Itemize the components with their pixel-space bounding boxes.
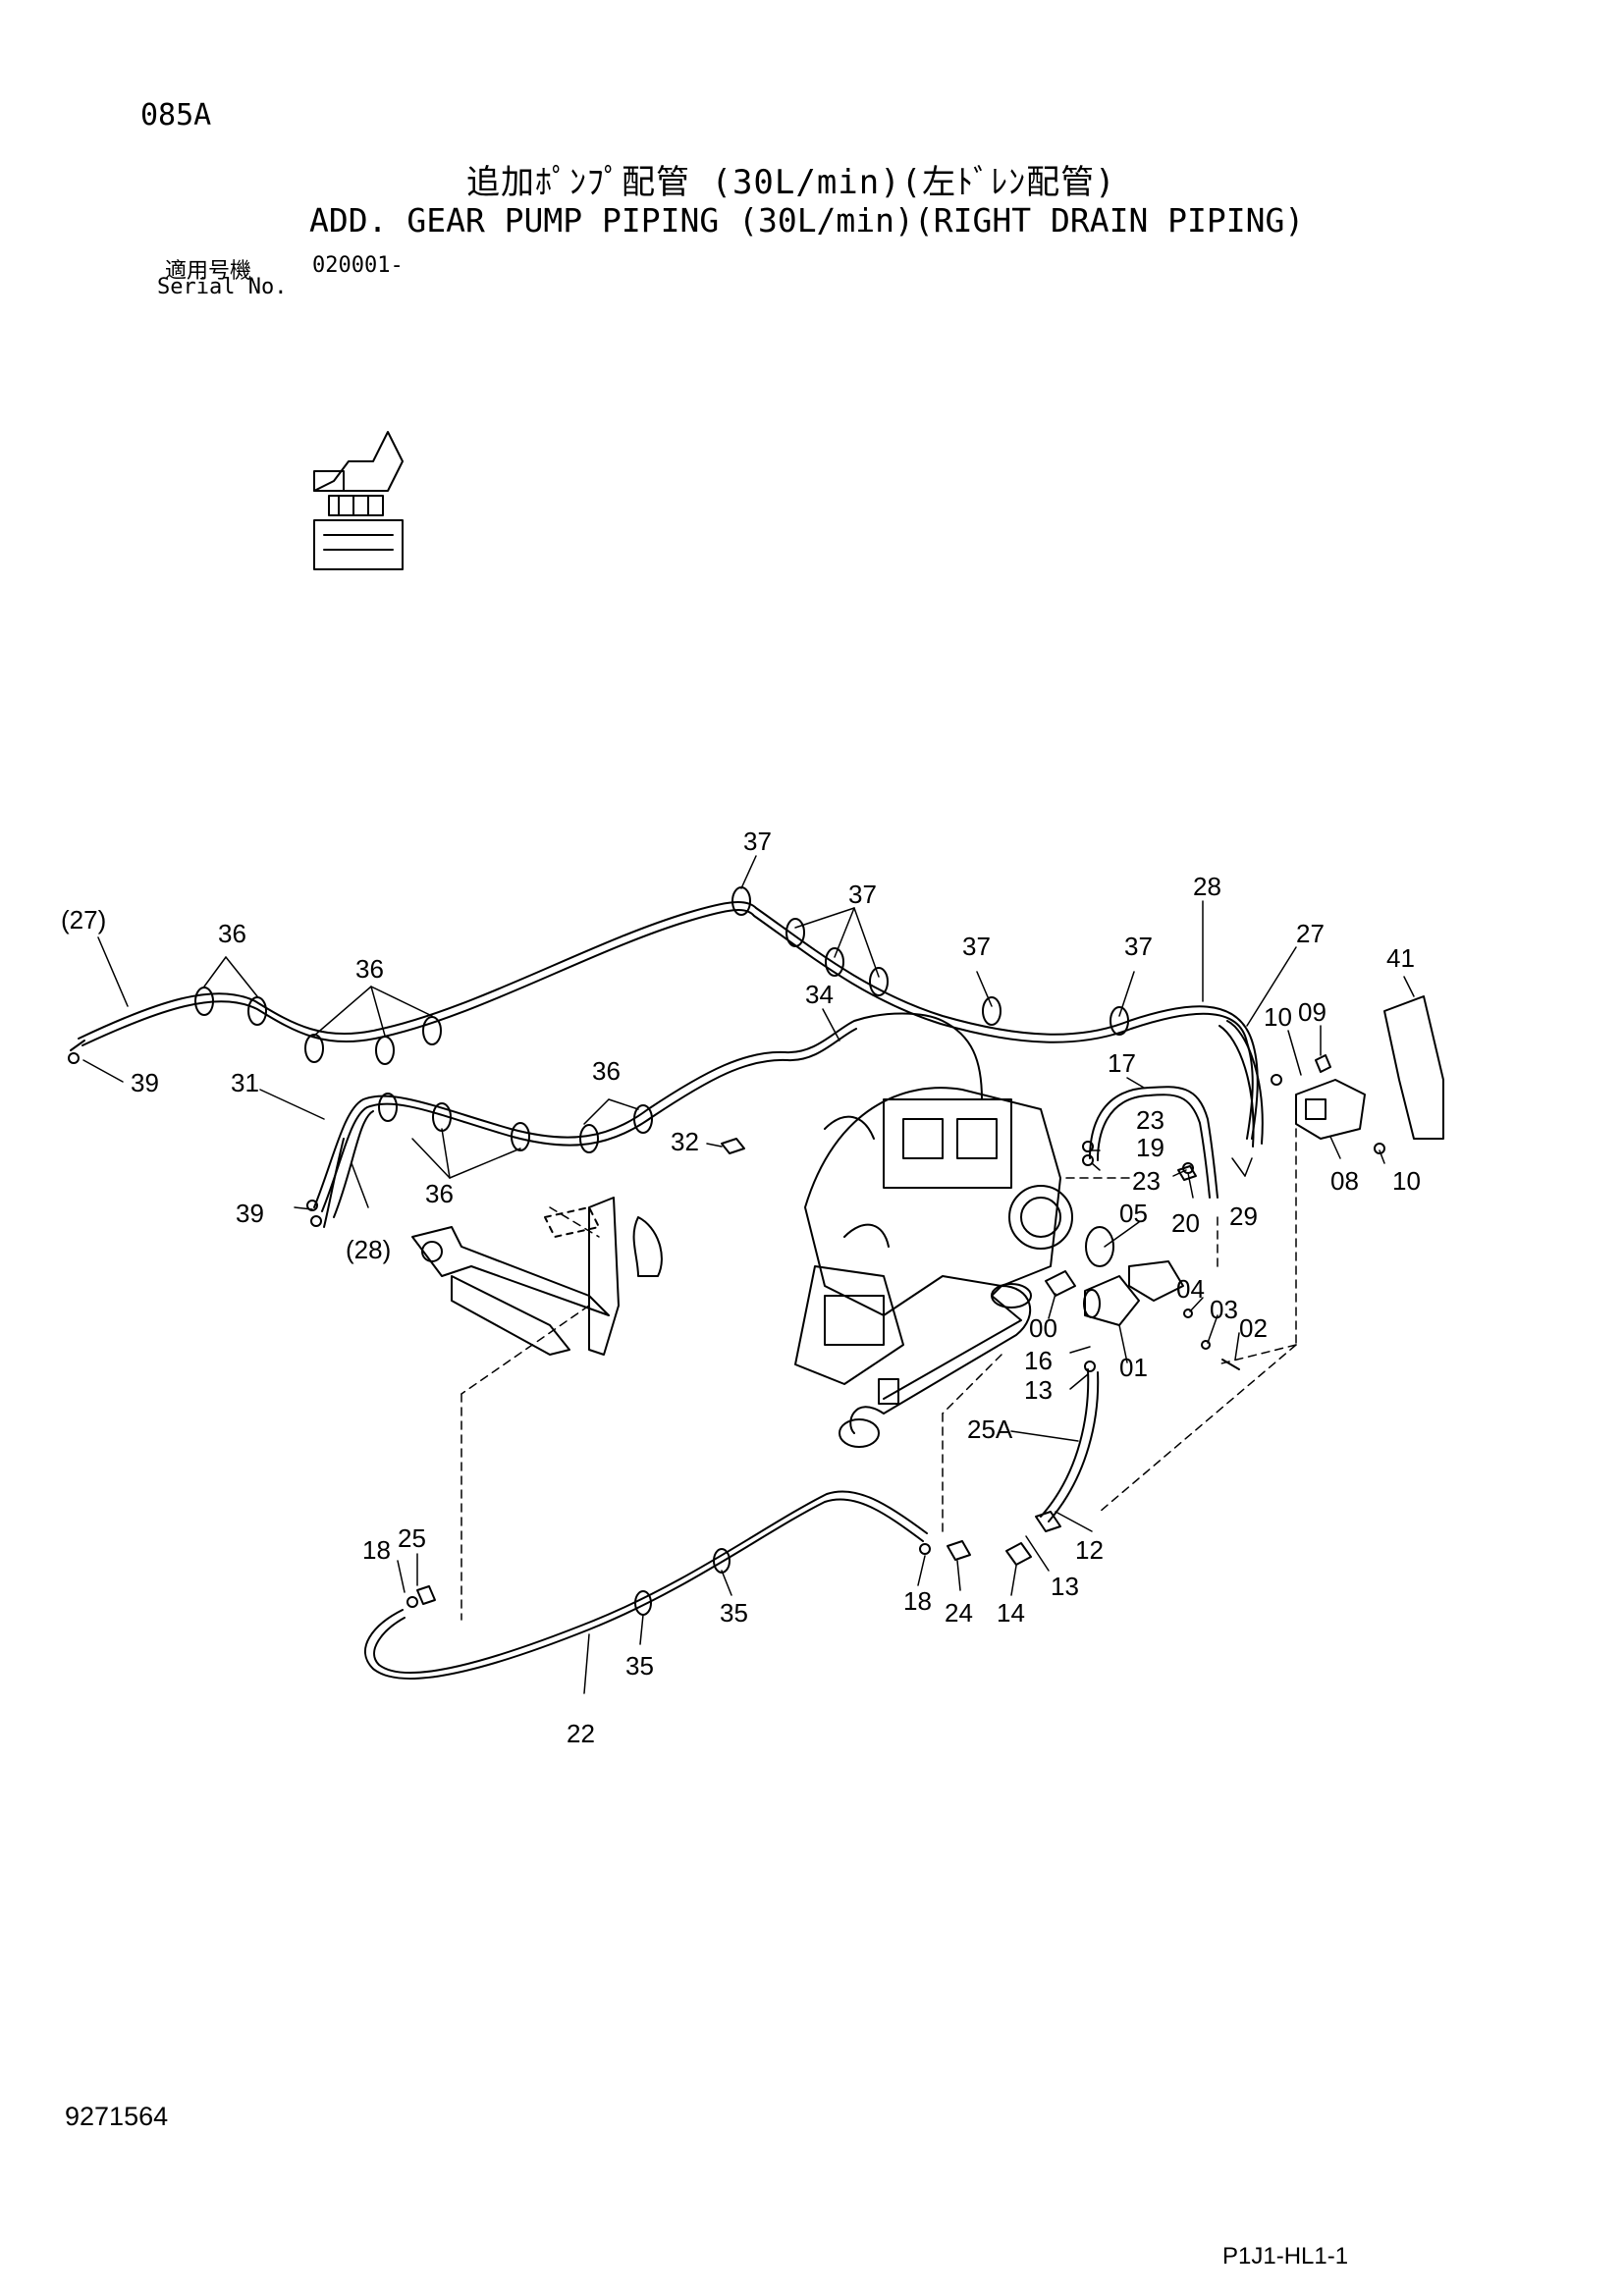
callout-37-a: 37 xyxy=(743,827,772,856)
callout-36-d: 36 xyxy=(425,1179,454,1208)
assembly-guide-lines xyxy=(460,1128,1297,1621)
hose-28-31 xyxy=(313,1012,983,1228)
clamp-37-group xyxy=(731,886,1129,1036)
callout-29: 29 xyxy=(1229,1201,1258,1231)
callout-18-b: 18 xyxy=(903,1586,932,1616)
callout-31: 31 xyxy=(231,1068,259,1097)
callout-labels: 37 37 37 37 28 27 41 (27) 36 36 34 10 09… xyxy=(61,827,1421,1748)
hose-22 xyxy=(363,1490,1032,1680)
callout-35-b: 35 xyxy=(625,1651,654,1681)
callout-34: 34 xyxy=(805,980,834,1009)
callout-10-a: 10 xyxy=(1264,1002,1292,1032)
diagram-code: 085A xyxy=(140,98,212,133)
callout-25A: 25A xyxy=(967,1415,1013,1444)
callout-13-b: 13 xyxy=(1051,1572,1079,1601)
hose-25A xyxy=(1035,1361,1100,1532)
callout-08: 08 xyxy=(1330,1166,1359,1196)
callout-14: 14 xyxy=(997,1598,1025,1628)
callout-00: 00 xyxy=(1029,1313,1057,1343)
callout-25: 25 xyxy=(398,1523,426,1553)
valve-block-assembly xyxy=(411,1197,663,1356)
callout-03: 03 xyxy=(1210,1295,1238,1324)
hose-17 xyxy=(1082,1086,1218,1199)
suction-pipe xyxy=(839,1283,1032,1448)
title-japanese: 追加ﾎﾟﾝﾌﾟ配管 (30L/min)(左ﾄﾞﾚﾝ配管) xyxy=(466,163,1116,202)
adapter-parts xyxy=(1045,1226,1240,1370)
callout-39-a: 39 xyxy=(131,1068,159,1097)
drawing-number: 9271564 xyxy=(65,2102,169,2131)
callout-41: 41 xyxy=(1386,943,1415,973)
machine-location-icon xyxy=(313,431,404,570)
callout-39-b: 39 xyxy=(236,1199,264,1228)
page-reference: P1J1-HL1-1 xyxy=(1222,2243,1349,2269)
callout-23-b: 23 xyxy=(1132,1166,1161,1196)
callout-36-a: 36 xyxy=(218,919,246,948)
callout-18-a: 18 xyxy=(362,1535,391,1565)
callout-37-c: 37 xyxy=(962,932,991,961)
callout-22: 22 xyxy=(567,1719,595,1748)
callout-23-a: 23 xyxy=(1136,1105,1164,1135)
callout-16: 16 xyxy=(1024,1346,1053,1375)
callout-17: 17 xyxy=(1108,1048,1136,1078)
callout-20: 20 xyxy=(1171,1208,1200,1238)
fitting-39-32 xyxy=(306,1138,745,1227)
callout-37-d: 37 xyxy=(1124,932,1153,961)
callout-12: 12 xyxy=(1075,1535,1104,1565)
serial-number-value: 020001- xyxy=(312,253,404,278)
callout-32: 32 xyxy=(671,1127,699,1156)
serial-label-japanese: 適用号機 xyxy=(165,259,252,284)
valve-08-and-plate-41 xyxy=(1271,995,1444,1154)
hose-27 xyxy=(78,901,1264,1148)
callout-28-paren: (28) xyxy=(346,1235,391,1264)
callout-27-paren: (27) xyxy=(61,905,106,934)
callout-35-a: 35 xyxy=(720,1598,748,1628)
callout-37-b: 37 xyxy=(848,880,877,909)
gear-pump-unit xyxy=(794,1087,1073,1385)
callout-13-a: 13 xyxy=(1024,1375,1053,1405)
callout-01: 01 xyxy=(1119,1353,1148,1382)
callout-28: 28 xyxy=(1193,872,1221,901)
callout-09: 09 xyxy=(1298,997,1326,1027)
fitting-39-left xyxy=(68,1040,85,1064)
callout-04: 04 xyxy=(1176,1274,1205,1304)
title-english: ADD. GEAR PUMP PIPING (30L/min)(RIGHT DR… xyxy=(309,201,1305,240)
callout-05: 05 xyxy=(1119,1199,1148,1228)
callout-02: 02 xyxy=(1239,1313,1268,1343)
callout-36-b: 36 xyxy=(355,954,384,984)
serial-label-english: Serial No. xyxy=(157,275,288,299)
callout-leaders xyxy=(82,855,1415,1694)
callout-24: 24 xyxy=(945,1598,973,1628)
callout-10-b: 10 xyxy=(1392,1166,1421,1196)
callout-36-c: 36 xyxy=(592,1056,621,1086)
callout-27: 27 xyxy=(1296,919,1325,948)
clamp-36-group-upper xyxy=(194,987,442,1065)
callout-19: 19 xyxy=(1136,1133,1164,1162)
